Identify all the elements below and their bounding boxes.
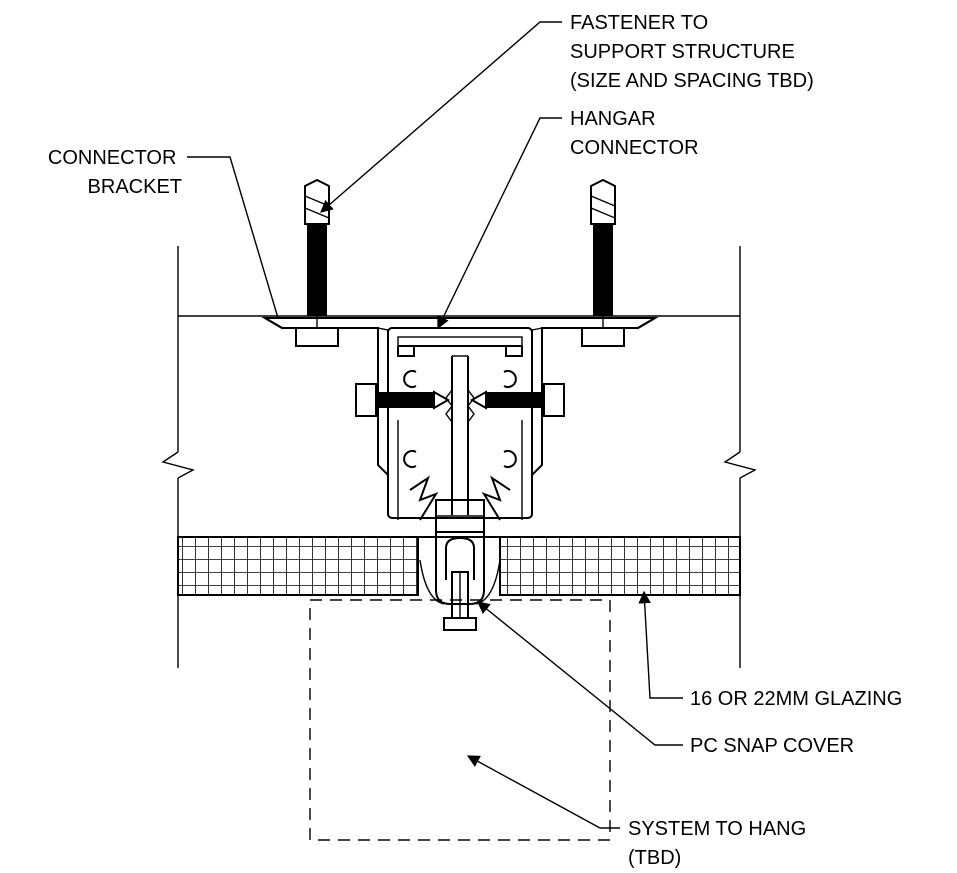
hangar-connector: [387, 327, 533, 533]
snap-cover-label: PC SNAP COVER: [690, 735, 854, 757]
hangar-connector-label: HANGAR CONNECTOR: [570, 108, 699, 159]
leader-lines: [187, 21, 683, 829]
connector-bracket: [261, 317, 659, 478]
system-to-hang-label: SYSTEM TO HANG (TBD): [628, 818, 812, 869]
system-to-hang-outline: [309, 599, 611, 841]
side-screw-left: [355, 383, 451, 417]
fastener-right: [581, 178, 625, 347]
fastener-left: [295, 178, 339, 347]
glazing-panel: [177, 536, 741, 596]
connector-bracket-label: CONNECTOR BRACKET: [48, 147, 182, 198]
fastener-label: FASTENER TO SUPPORT STRUCTURE (SIZE AND …: [570, 12, 814, 92]
center-bolt: [443, 571, 477, 631]
side-screw-right: [469, 383, 565, 417]
glazing-label: 16 OR 22MM GLAZING: [690, 688, 902, 710]
